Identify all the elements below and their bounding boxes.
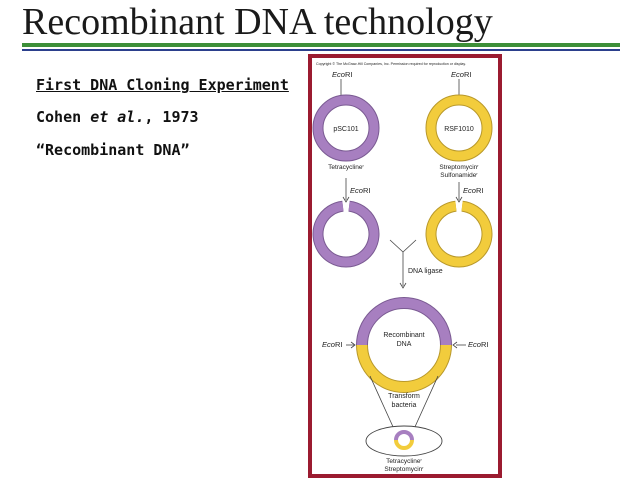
ecori-label-left-cut: EcoRI: [350, 186, 370, 195]
recombinant-quote: “Recombinant DNA”: [36, 141, 190, 159]
ecori-label-right-cut: EcoRI: [463, 186, 483, 195]
marker-label-right-1: Streptomycinr: [439, 163, 479, 172]
slide-title: Recombinant DNA technology: [22, 1, 493, 43]
ecori-label-left-top: EcoRI: [332, 70, 352, 79]
marker-label-right-2: Sulfonamider: [440, 171, 478, 180]
recombinant-label-1: Recombinant: [383, 332, 424, 339]
small-plasmid-yellow: [394, 439, 414, 450]
plasmid-label-left: pSC101: [333, 126, 358, 133]
final-marker-1: Tetracycliner: [386, 457, 422, 466]
small-plasmid-purple: [394, 430, 414, 441]
bacterium: [365, 425, 443, 457]
plasmid-label-right: RSF1010: [444, 126, 474, 133]
cloning-diagram: Copyright © The McGraw-Hill Companies, I…: [308, 54, 502, 478]
title-rule-blue: [22, 49, 620, 51]
ecori-label-right-top: EcoRI: [451, 70, 471, 79]
experiment-heading: First DNA Cloning Experiment: [36, 76, 289, 94]
final-marker-2: Streptomycinr: [384, 465, 424, 474]
join-left: [389, 239, 404, 253]
funnel-left: [369, 375, 395, 430]
ecori-label-recomb-left: EcoRI: [322, 340, 342, 349]
join-right: [402, 239, 417, 253]
citation-author: Cohen: [36, 108, 91, 126]
ecori-label-recomb-right: EcoRI: [468, 340, 488, 349]
funnel-right: [413, 375, 439, 430]
recombinant-label-2: DNA: [397, 341, 412, 348]
citation-year: , 1973: [144, 108, 199, 126]
title-rule-green: [22, 43, 620, 47]
transform-label-2: bacteria: [392, 402, 417, 409]
citation-etal: et al.: [90, 108, 145, 126]
figure-copyright: Copyright © The McGraw-Hill Companies, I…: [316, 62, 466, 66]
transform-label-1: Transform: [388, 393, 420, 400]
ligase-label: DNA ligase: [408, 268, 443, 275]
marker-label-left: Tetracycliner: [328, 163, 364, 172]
citation-line: Cohen et al., 1973: [36, 108, 199, 126]
